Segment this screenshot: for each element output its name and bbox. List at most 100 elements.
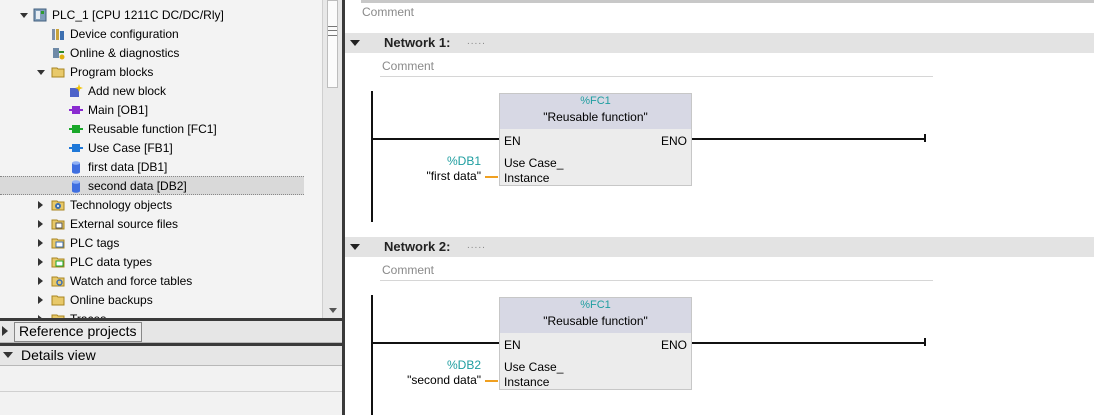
tree-item-label: Program blocks <box>70 65 154 79</box>
plc-cpu-icon <box>33 8 47 22</box>
en-wire[interactable] <box>372 342 500 344</box>
db-cylinder-icon <box>69 179 83 193</box>
operand-name[interactable]: "second data" <box>407 373 481 387</box>
details-view-label: Details view <box>21 347 96 363</box>
tree-item-use-case-fb1[interactable]: Use Case [FB1] <box>0 139 322 158</box>
collapse-arrow-icon[interactable] <box>350 40 360 46</box>
panel-divider <box>0 343 342 346</box>
expand-arrow-icon[interactable] <box>36 310 46 318</box>
tree-item-plc-tags[interactable]: PLC tags <box>0 234 322 253</box>
network-title: Network 1: <box>384 35 451 50</box>
expand-arrow-icon[interactable] <box>36 215 46 234</box>
block-comment-field[interactable]: Comment <box>361 0 1094 22</box>
reference-projects-bar[interactable]: Reference projects <box>0 321 342 343</box>
reference-projects-label: Reference projects <box>14 322 142 342</box>
technology-objects-icon <box>51 198 65 212</box>
diagnostics-icon <box>51 46 65 60</box>
pin-label-line-2: Instance <box>504 375 550 389</box>
panel-divider <box>0 318 342 321</box>
details-view-body <box>0 366 342 415</box>
tree-item-second-data-db2[interactable]: second data [DB2] <box>0 176 304 195</box>
tree-item-label: first data [DB1] <box>88 160 168 174</box>
expand-arrow-icon[interactable] <box>36 272 46 291</box>
collapse-arrow-icon[interactable] <box>37 63 47 82</box>
network-2-header[interactable]: Network 2: ..... <box>345 237 1094 257</box>
tree-item-plc[interactable]: PLC_1 [CPU 1211C DC/DC/Rly] <box>0 6 322 25</box>
eno-pin: ENO <box>660 134 687 148</box>
network-title-dots[interactable]: ..... <box>467 36 486 47</box>
panel-splitter[interactable] <box>342 0 345 415</box>
details-view-bar[interactable]: Details view <box>0 346 342 366</box>
tree-item-add-new-block[interactable]: Add new block <box>0 82 322 101</box>
tree-item-label: Add new block <box>88 84 167 98</box>
fc-call-box[interactable]: %FC1 "Reusable function" EN ENO Use Case… <box>499 93 692 186</box>
collapse-arrow-icon[interactable] <box>350 244 360 250</box>
tree-item-first-data-db1[interactable]: first data [DB1] <box>0 158 322 177</box>
rung-end <box>924 134 926 142</box>
operand-address: %DB2 <box>446 358 481 372</box>
expand-arrow-icon[interactable] <box>36 196 46 215</box>
block-header <box>500 94 691 129</box>
tree-item-label: PLC data types <box>70 255 153 269</box>
tree-item-technology-objects[interactable]: Technology objects <box>0 196 322 215</box>
tree-item-label: Watch and force tables <box>70 274 193 288</box>
tree-item-program-blocks[interactable]: Program blocks <box>0 63 322 82</box>
tree-item-label: Reusable function [FC1] <box>88 122 217 136</box>
network-comment-field[interactable]: Comment <box>380 57 933 77</box>
operand-name[interactable]: "first data" <box>426 169 481 183</box>
tree-item-label: Online & diagnostics <box>70 46 180 60</box>
eno-pin: ENO <box>660 338 687 352</box>
en-pin: EN <box>504 134 521 148</box>
eno-wire[interactable] <box>692 342 925 344</box>
scrollbar-thumb[interactable] <box>327 0 338 88</box>
expand-arrow-icon[interactable] <box>36 253 46 272</box>
en-wire[interactable] <box>372 138 500 140</box>
collapse-arrow-icon[interactable] <box>20 6 30 25</box>
source-files-icon <box>51 217 65 231</box>
block-name[interactable]: "Reusable function" <box>543 110 648 124</box>
data-types-icon <box>51 255 65 269</box>
tree-item-device-configuration[interactable]: Device configuration <box>0 25 322 44</box>
network-1-header[interactable]: Network 1: ..... <box>345 33 1094 53</box>
tree-item-label: Main [OB1] <box>88 103 149 117</box>
watch-tables-icon <box>51 274 65 288</box>
ladder-editor: Comment Network 1: ..... Comment %FC1 "R… <box>345 0 1094 415</box>
tree-item-plc-data-types[interactable]: PLC data types <box>0 253 322 272</box>
scroll-down-icon[interactable] <box>329 308 337 313</box>
input-pin: Use Case_ Instance <box>504 360 563 390</box>
network-comment-field[interactable]: Comment <box>380 261 933 281</box>
db-cylinder-icon <box>69 160 83 174</box>
tree-item-label: Traces <box>70 310 106 318</box>
add-block-icon <box>69 84 83 98</box>
tree-item-main-ob1[interactable]: Main [OB1] <box>0 101 322 120</box>
expand-arrow-icon[interactable] <box>2 326 8 336</box>
block-name[interactable]: "Reusable function" <box>543 314 648 328</box>
rung-end <box>924 338 926 346</box>
tree-item-online-diagnostics[interactable]: Online & diagnostics <box>0 44 322 63</box>
input-pin: Use Case_ Instance <box>504 156 563 186</box>
collapse-arrow-icon[interactable] <box>3 352 13 358</box>
ob-block-icon <box>69 103 83 117</box>
expand-arrow-icon[interactable] <box>36 234 46 253</box>
tree-item-label: Device configuration <box>70 27 179 41</box>
network-title-dots[interactable]: ..... <box>467 240 486 251</box>
expand-arrow-icon[interactable] <box>36 291 46 310</box>
tree-item-label: Online backups <box>70 293 153 307</box>
operand-connector <box>485 176 498 178</box>
tree-item-watch-force-tables[interactable]: Watch and force tables <box>0 272 322 291</box>
tree-item-label: External source files <box>70 217 179 231</box>
folder-icon <box>51 293 65 307</box>
tree-item-label: PLC_1 [CPU 1211C DC/DC/Rly] <box>52 8 224 22</box>
tree-item-reusable-function-fc1[interactable]: Reusable function [FC1] <box>0 120 322 139</box>
power-rail <box>371 91 373 222</box>
tree-item-online-backups[interactable]: Online backups <box>0 291 322 310</box>
tree-item-external-source-files[interactable]: External source files <box>0 215 322 234</box>
eno-wire[interactable] <box>692 138 925 140</box>
en-pin: EN <box>504 338 521 352</box>
fc-call-box[interactable]: %FC1 "Reusable function" EN ENO Use Case… <box>499 297 692 390</box>
pin-label-line-1: Use Case_ <box>504 156 564 170</box>
tree-item-traces[interactable]: Traces <box>0 310 322 318</box>
tree-item-label: Technology objects <box>70 198 173 212</box>
tree-scrollbar[interactable] <box>322 0 342 318</box>
project-tree: PLC_1 [CPU 1211C DC/DC/Rly] Device confi… <box>0 0 342 318</box>
